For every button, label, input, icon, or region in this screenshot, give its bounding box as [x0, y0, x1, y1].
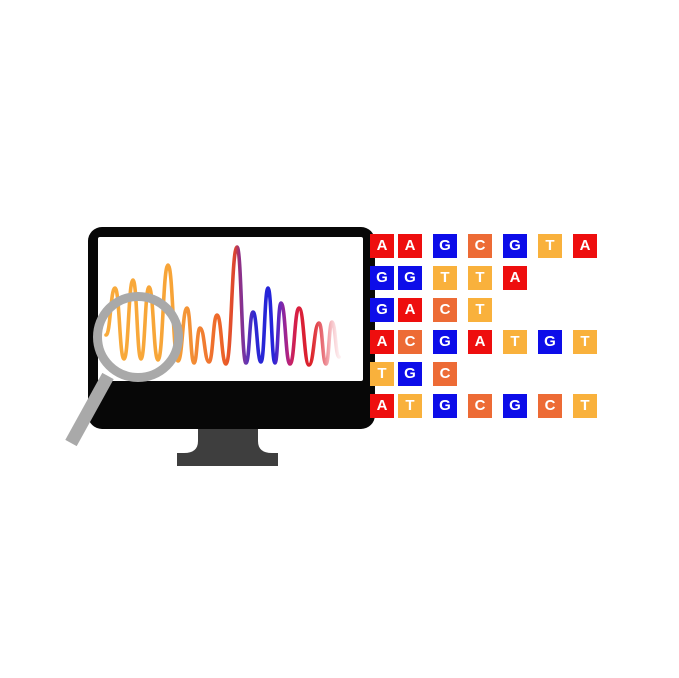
sequence-tile-T: T — [538, 234, 562, 258]
chromatogram-peaks-path — [104, 245, 341, 367]
monitor-stand — [177, 429, 278, 466]
sequence-tile-A: A — [370, 394, 394, 418]
magnifier-icon — [65, 292, 183, 447]
sequence-tile-T: T — [433, 266, 457, 290]
sequence-tile-T: T — [503, 330, 527, 354]
sequence-tile-A: A — [503, 266, 527, 290]
monitor-stand-shape — [177, 429, 278, 466]
sequence-tile-G: G — [433, 234, 457, 258]
sequence-tile-T: T — [370, 362, 394, 386]
magnifier-handle — [65, 372, 114, 447]
sequence-tile-A: A — [398, 234, 422, 258]
sequence-tile-C: C — [433, 298, 457, 322]
sequence-tile-A: A — [573, 234, 597, 258]
monitor-screen — [98, 237, 363, 381]
sequence-tile-G: G — [433, 330, 457, 354]
chromatogram-trace — [104, 245, 341, 367]
sequence-tile-G: G — [398, 266, 422, 290]
sequence-tile-G: G — [503, 234, 527, 258]
sequence-tile-T: T — [468, 298, 492, 322]
sequence-tile-A: A — [398, 298, 422, 322]
sequence-tile-G: G — [370, 298, 394, 322]
sequence-tile-G: G — [370, 266, 394, 290]
sequence-tile-T: T — [573, 330, 597, 354]
sequence-tile-G: G — [503, 394, 527, 418]
sequence-tile-T: T — [468, 266, 492, 290]
monitor — [88, 227, 375, 429]
sequence-tile-T: T — [573, 394, 597, 418]
sequence-tile-A: A — [468, 330, 492, 354]
sequence-tile-C: C — [468, 394, 492, 418]
sequence-tile-A: A — [370, 234, 394, 258]
sequence-tile-C: C — [468, 234, 492, 258]
sequence-tile-G: G — [538, 330, 562, 354]
magnifier-lens — [93, 292, 183, 382]
sequence-tile-G: G — [398, 362, 422, 386]
sequence-tile-C: C — [398, 330, 422, 354]
sequence-tile-C: C — [433, 362, 457, 386]
sequence-tile-A: A — [370, 330, 394, 354]
sequence-tile-T: T — [398, 394, 422, 418]
sequence-tile-C: C — [538, 394, 562, 418]
sequence-tile-G: G — [433, 394, 457, 418]
